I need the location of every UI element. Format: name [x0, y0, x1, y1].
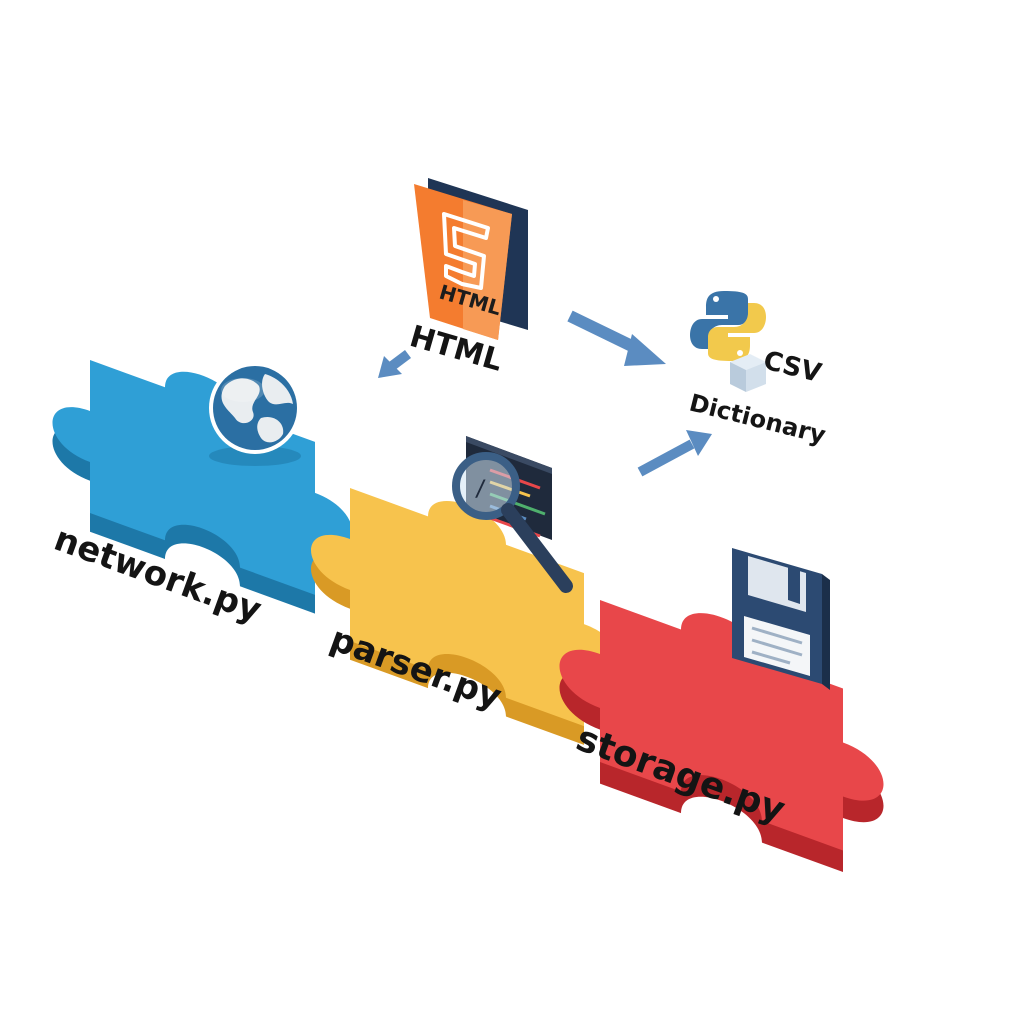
python-icon: [690, 291, 766, 361]
csv-label: CSV: [760, 346, 824, 389]
arrow-html-to-network: [378, 350, 411, 378]
html5-icon: HTML: [414, 178, 528, 340]
storage-piece-top: [559, 558, 884, 866]
csv-cube-icon: [730, 354, 766, 392]
floppy-disk-icon: [732, 548, 830, 690]
storage-piece: [559, 558, 884, 887]
arrow-html-to-outputs: [567, 310, 666, 366]
magnifier-code-icon: /: [452, 436, 573, 593]
svg-text:/: /: [474, 477, 487, 502]
globe-icon: [209, 362, 301, 466]
dictionary-label: Dictionary: [687, 389, 829, 450]
arrow-parser-to-outputs: [637, 430, 712, 477]
